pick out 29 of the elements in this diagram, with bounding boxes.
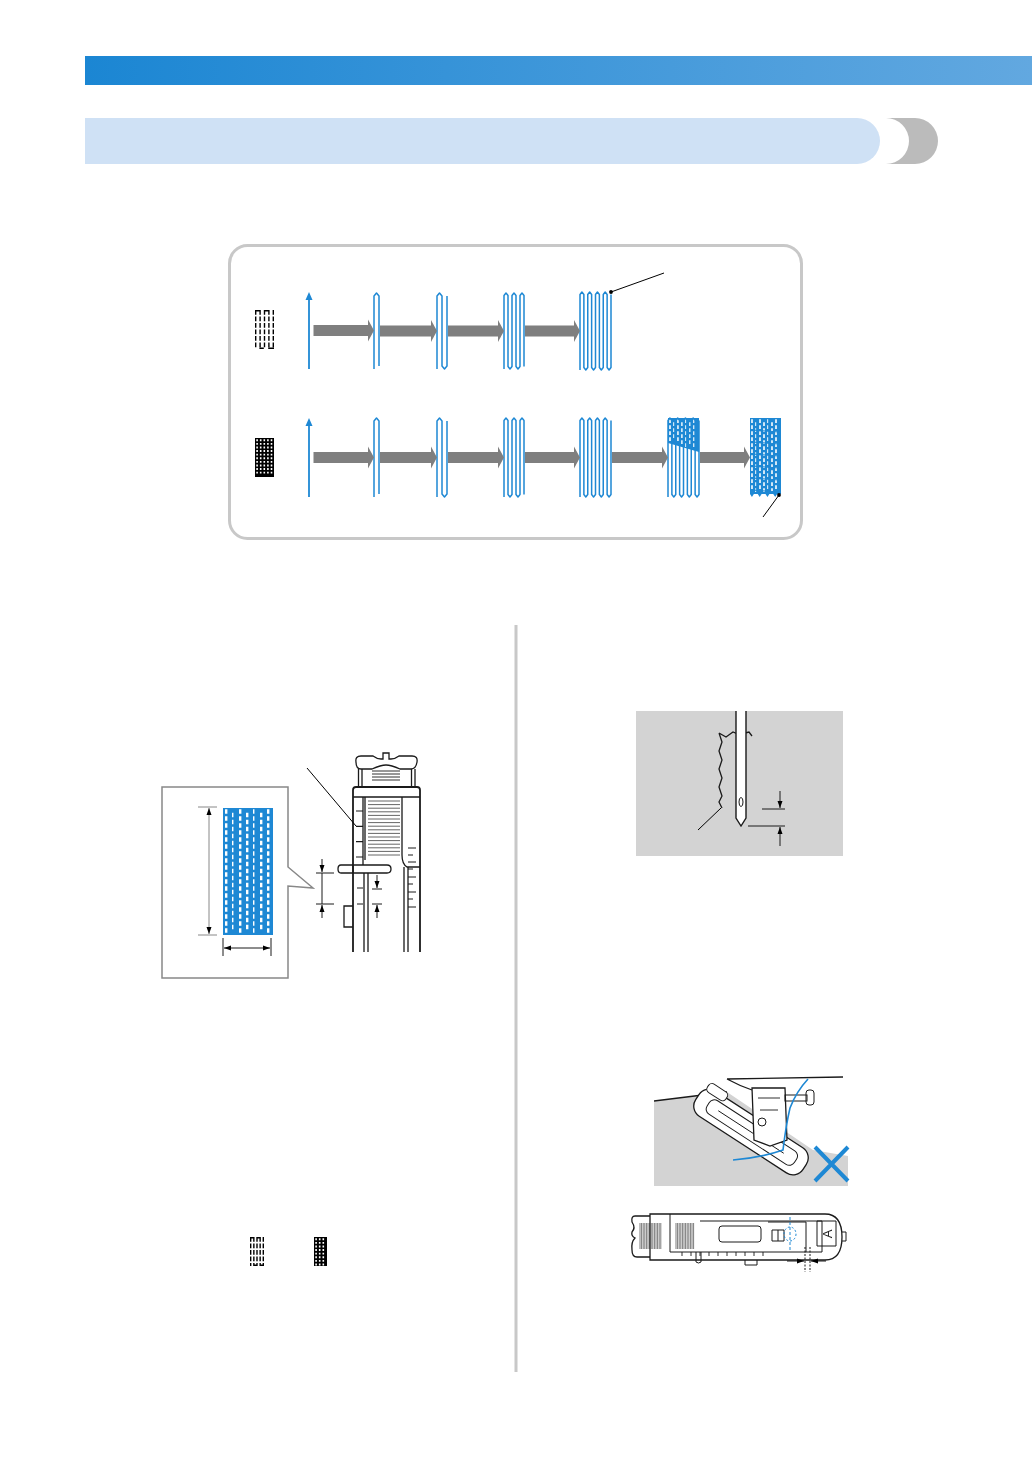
zigzag-line xyxy=(718,731,753,809)
stitching-drawing xyxy=(503,292,525,370)
buttonhole-drawing xyxy=(750,418,781,497)
arrow xyxy=(612,446,668,469)
stitching-drawing xyxy=(503,417,525,498)
arrow xyxy=(448,446,504,469)
arrow xyxy=(380,320,437,342)
arrow xyxy=(525,446,580,469)
buttonhole-drawing xyxy=(667,417,700,498)
straight-stitch-drawing xyxy=(305,292,313,370)
arrow xyxy=(380,446,437,469)
leader-line xyxy=(762,493,781,518)
leader-line xyxy=(306,767,357,827)
straight-stitch-drawing xyxy=(305,418,313,498)
stitching-drawing xyxy=(436,292,448,370)
stitching-drawing xyxy=(373,417,380,498)
arrow xyxy=(700,446,750,469)
letter-marking: A xyxy=(820,1229,833,1238)
leader-line xyxy=(609,272,665,294)
arrow xyxy=(448,320,504,342)
stitching-drawing xyxy=(436,417,448,498)
stitching-drawing xyxy=(373,292,380,370)
stitching-drawing xyxy=(579,291,612,371)
leader-line xyxy=(697,807,722,831)
stitching-drawing xyxy=(579,417,612,498)
arrow xyxy=(313,446,374,469)
arrow xyxy=(525,320,580,342)
scale-marks xyxy=(355,810,364,858)
arrow xyxy=(313,319,374,342)
